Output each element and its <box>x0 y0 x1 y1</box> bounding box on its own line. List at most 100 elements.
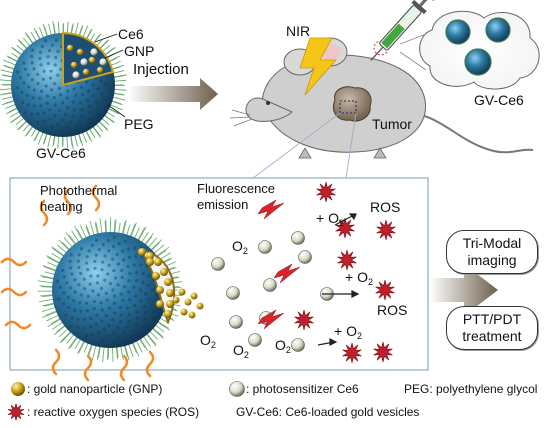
o2-text: O <box>233 342 244 358</box>
mouse-illustration <box>229 37 534 159</box>
ce6-particle <box>263 278 277 292</box>
legend-icons <box>7 381 245 421</box>
o2-label: O2 <box>233 343 249 360</box>
heat-waves <box>0 184 155 382</box>
plus-sign: + <box>316 210 325 226</box>
gv-ce6-particle <box>485 17 511 43</box>
ros-star <box>335 217 355 239</box>
o2-sub: 2 <box>210 340 216 350</box>
o2-sub: 2 <box>242 246 248 256</box>
o2-label: O2 <box>275 338 291 355</box>
ce6-particle <box>211 257 225 271</box>
gold-nanoparticle <box>190 292 198 300</box>
zoom-connector <box>252 112 357 179</box>
outcome-treatment: PTT/PDT treatment <box>446 306 538 350</box>
gold-nanoparticle <box>156 300 164 308</box>
o2-sub: 2 <box>356 331 362 341</box>
o2-sub: 2 <box>285 345 291 355</box>
o2-text: O <box>232 238 243 254</box>
label-fluorescence: Fluorescence emission <box>197 181 275 212</box>
gold-nanoparticle <box>146 258 154 266</box>
ce6-particle <box>298 250 312 264</box>
label-injection: Injection <box>133 61 189 78</box>
label-photothermal-line2: heating <box>40 198 83 214</box>
reaction-arrows <box>317 213 360 346</box>
o2-sub: 2 <box>243 350 249 360</box>
label-ros: ROS <box>377 302 408 318</box>
gold-nanoparticle <box>180 308 188 316</box>
gold-nanoparticle <box>178 288 186 296</box>
fluorescence-lightning <box>257 199 301 330</box>
plus-sign: + <box>334 323 343 339</box>
ros-star <box>376 219 396 241</box>
outcome-imaging-line2: imaging <box>467 252 517 268</box>
gold-nanoparticle <box>196 302 204 310</box>
syringe-icon <box>370 0 436 61</box>
fluorescence-bolt <box>273 263 301 284</box>
o2-text: O <box>275 337 286 353</box>
label-gv-ce6: GV-Ce6 <box>36 145 86 161</box>
ros-star <box>375 279 395 301</box>
legend-ce6-icon <box>229 381 245 397</box>
reaction-plus-o2: + O2 <box>345 270 373 287</box>
gold-nanoparticle <box>166 300 174 308</box>
o2-sub: 2 <box>338 218 344 228</box>
plus-sign: + <box>345 269 354 285</box>
gv-ce6-particle <box>445 19 471 45</box>
ros-star <box>316 181 336 203</box>
label-ros: ROS <box>370 199 401 215</box>
legend-gvce6: GV-Ce6: Ce6-loaded gold vesicles <box>236 405 420 419</box>
gold-nanoparticle <box>164 310 172 318</box>
ros-star <box>373 341 393 363</box>
ce6-particle <box>258 240 272 254</box>
o2-text: O <box>328 210 339 226</box>
o2-label: O2 <box>232 239 248 256</box>
ros-star <box>337 249 357 271</box>
label-peg: PEG <box>124 116 154 132</box>
vesicle-releasing <box>0 184 204 382</box>
gold-nanoparticle <box>152 272 160 280</box>
ros-star <box>342 342 362 364</box>
ce6-particle <box>229 315 243 329</box>
gv-ce6-nanoparticle <box>0 21 127 149</box>
nir-lightning-icon <box>299 37 337 96</box>
gv-ce6-cluster <box>399 10 540 90</box>
gold-nanoparticle <box>188 311 196 319</box>
o2-label: O2 <box>200 333 216 350</box>
gold-nanoparticle <box>138 248 146 256</box>
legend-gnp: : gold nanoparticle (GNP) <box>27 382 163 396</box>
ros-star <box>294 309 314 331</box>
outcome-imaging-line1: Tri-Modal <box>462 234 522 251</box>
label-photothermal-line1: Photothermal <box>40 183 118 198</box>
outcome-imaging: Tri-Modal imaging <box>446 230 538 274</box>
gold-nanoparticle <box>146 252 154 260</box>
gold-nanoparticle <box>154 258 162 266</box>
o2-sub: 2 <box>367 277 373 287</box>
legend-ce6: : photosensitizer Ce6 <box>246 382 359 396</box>
label-gnp: GNP <box>124 43 155 59</box>
fluorescence-bolt <box>257 309 285 330</box>
ce6-particle <box>226 286 240 300</box>
legend-ros: : reactive oxygen species (ROS) <box>27 405 200 419</box>
o2-text: O <box>346 323 357 339</box>
gold-nanoparticle <box>184 298 192 306</box>
reaction-plus-o2: + O2 <box>316 211 344 228</box>
legend-peg: PEG: polyethylene glycol <box>404 382 538 396</box>
ce6-particle <box>291 338 305 352</box>
gold-nanoparticle <box>172 296 180 304</box>
gold-nanoparticle <box>166 289 174 297</box>
label-fluorescence-line1: Fluorescence <box>197 181 276 196</box>
outcome-treatment-line2: treatment <box>462 328 522 344</box>
label-photothermal: Photothermal heating <box>40 183 117 214</box>
legend-ros-icon <box>7 403 25 421</box>
label-cluster: GV-Ce6 <box>474 92 524 108</box>
label-ce6: Ce6 <box>118 26 144 42</box>
gold-nanoparticle <box>156 286 164 294</box>
fluorescence-bolt <box>257 199 285 220</box>
label-fluorescence-line2: emission <box>197 196 249 212</box>
injection-arrow <box>128 78 218 110</box>
outcome-treatment-line1: PTT/PDT <box>462 310 522 327</box>
o2-text: O <box>357 269 368 285</box>
reaction-plus-o2: + O2 <box>334 324 362 341</box>
